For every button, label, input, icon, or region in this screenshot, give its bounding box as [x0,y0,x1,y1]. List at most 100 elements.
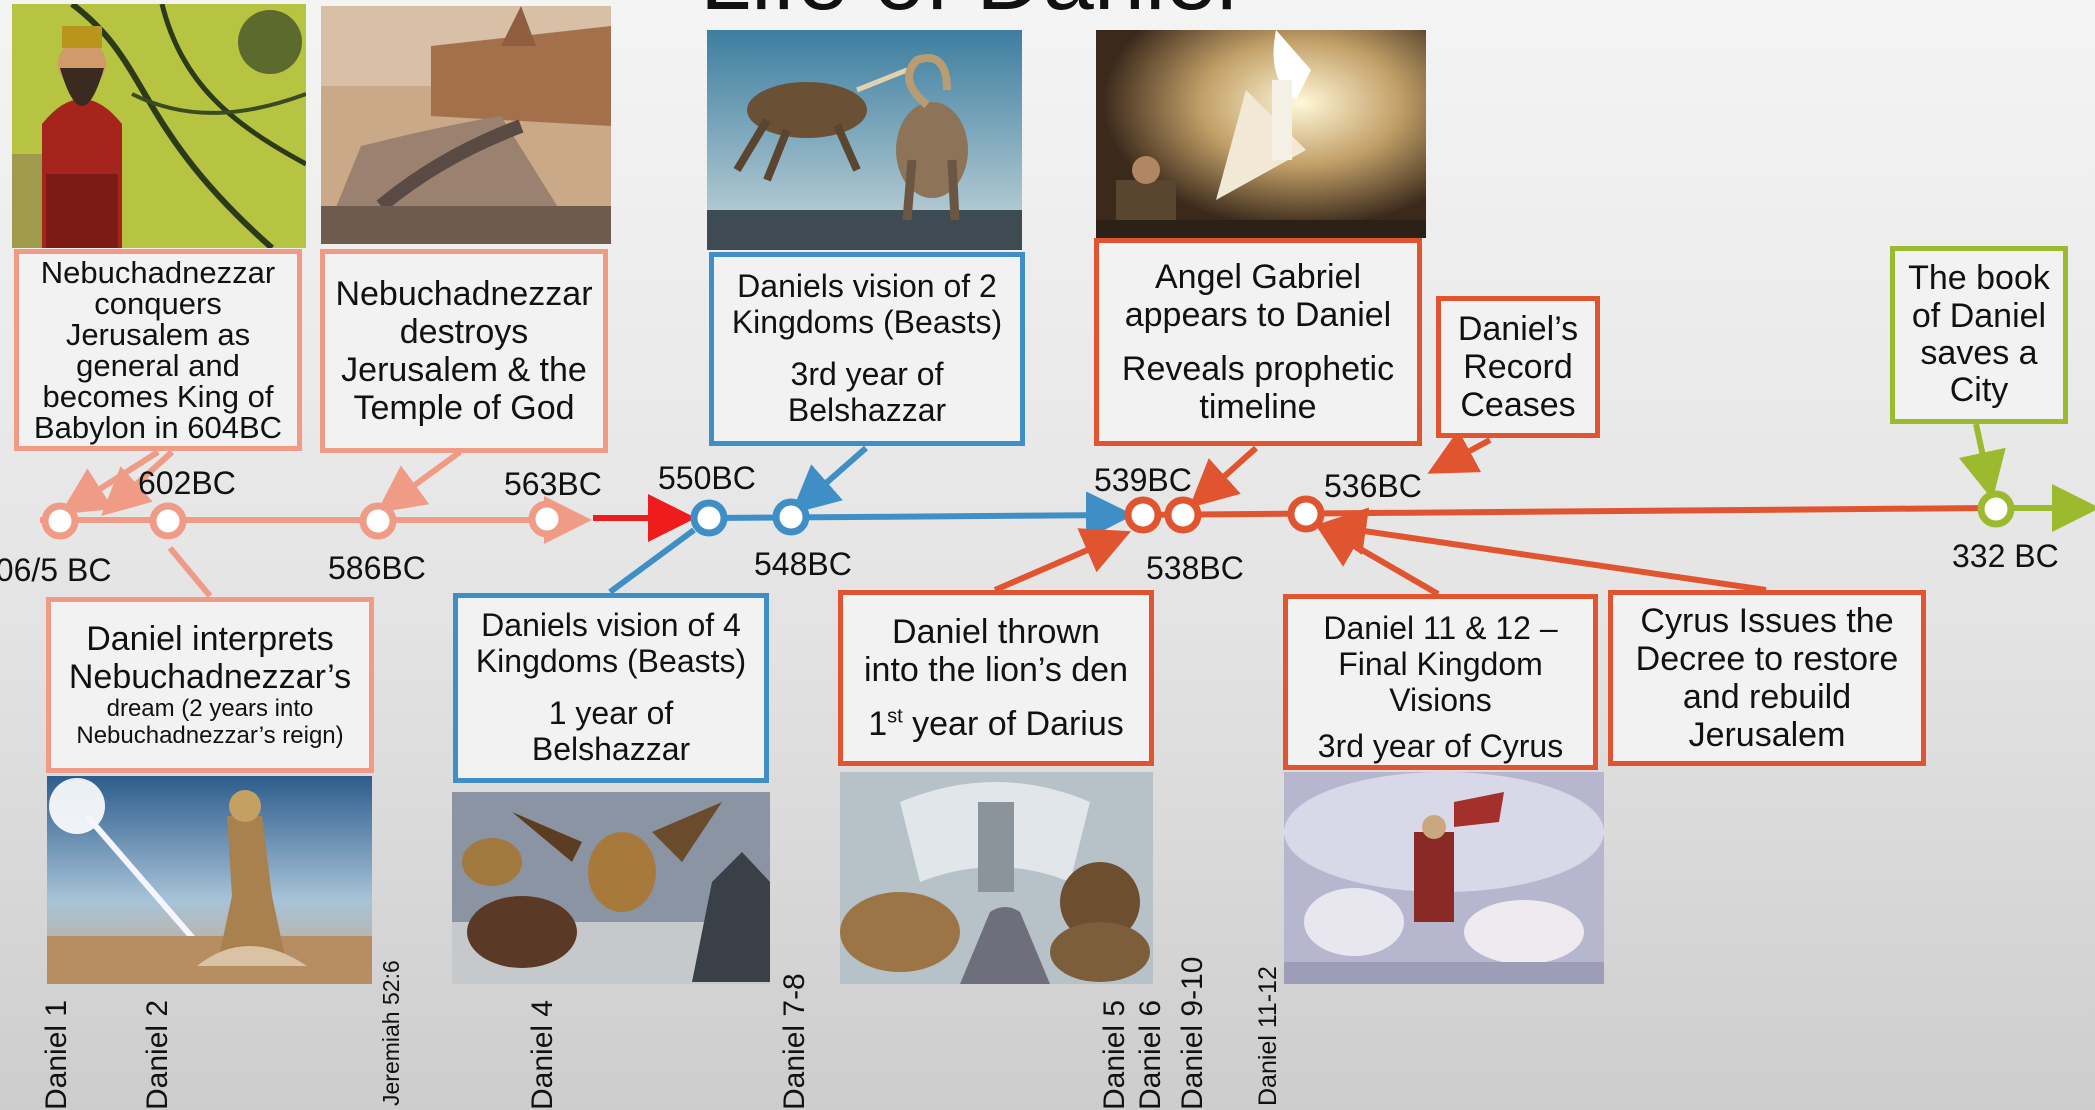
ref-daniel-1: Daniel 1 [40,999,73,1110]
event-destroys-line: destroys [399,312,529,351]
event-destroys-line: Jerusalem & the [341,351,587,389]
arrow-lion [993,528,1132,593]
page-title: Life of Daniel [700,0,1400,18]
event-saves-line: saves a [1920,334,2038,372]
event-vision2-box: Daniels vision of 2 Kingdoms (Beasts) 3r… [709,252,1025,446]
event-lion-year: 1st year of Darius [868,705,1124,744]
arrow-record-line [1427,429,1492,474]
event-saves-line: The book [1908,259,2050,298]
event-gabriel-line: Reveals prophetic [1121,350,1395,388]
date-550bc: 550BC [658,460,756,496]
date-606bc: 606/5 BC [0,552,112,588]
arrow-record [1438,446,1440,448]
event-interprets-line: Nebuchadnezzar’s [68,658,352,697]
event-cyrus-line: and rebuild [1682,678,1852,716]
node-332bc [1977,490,2015,528]
event-conquers-line: Nebuchadnezzar [40,255,276,290]
event-record-line: Daniel’s [1457,309,1579,348]
arrow-vision2 [790,445,868,514]
node-550bc [690,499,728,537]
event-interprets-box: Daniel interprets Nebuchadnezzar’s dream… [46,597,374,773]
ref-jeremiah-52-6: Jeremiah 52:6 [378,960,404,1106]
event-final-line: Daniel 11 & 12 – [1323,610,1558,646]
node-548bc [772,498,810,536]
ref-daniel-11-12: Daniel 11-12 [1254,966,1282,1106]
arrow-vision4 [608,527,696,595]
event-vision2-line: Belshazzar [787,391,947,428]
event-vision4-box: Daniels vision of 4 Kingdoms (Beasts) 1 … [453,593,769,783]
node-536bc [1287,495,1325,533]
date-332bc: 332 BC [1952,538,2059,574]
event-saves-line: of Daniel [1911,296,2047,335]
army-of-horsemen-picture [1284,772,1604,984]
king-nebuchadnezzar-picture [12,4,306,248]
event-cyrus-box: Cyrus Issues the Decree to restore and r… [1608,590,1926,766]
event-gabriel-line: Angel Gabriel [1154,257,1361,296]
event-vision4-line: Kingdoms (Beasts) [475,643,747,680]
lions-den-picture [840,772,1153,984]
event-interprets-note: dream (2 years into [106,695,314,723]
event-vision4-line: Daniels vision of 4 [481,607,741,644]
event-final-line: Final Kingdom [1338,645,1543,682]
ref-daniel-9-10: Daniel 9-10 [1176,956,1209,1110]
event-conquers-box: Nebuchadnezzar conquers Jerusalem as gen… [14,249,302,451]
event-cyrus-line: Decree to restore [1635,639,1899,678]
event-record-line: Record [1463,347,1573,386]
event-vision2-line: Daniels vision of 2 [737,268,997,305]
date-536bc: 536BC [1324,468,1422,504]
event-vision4-line: Belshazzar [531,730,691,767]
node-602bc [149,502,187,540]
event-saves-line: City [1949,371,2009,410]
event-conquers-line: general and [76,348,240,383]
event-destroys-line: Nebuchadnezzar [335,274,593,313]
arrow-saves [1958,423,2006,500]
angel-gabriel-picture [1096,30,1426,238]
exile-procession-picture [321,6,611,244]
event-cyrus-line: Jerusalem [1688,716,1846,755]
arrow-cyrus [1318,507,1767,593]
event-lion-box: Daniel thrown into the lion’s den 1st ye… [838,590,1154,766]
event-destroys-box: Nebuchadnezzar destroys Jerusalem & the … [320,249,608,453]
statue-dream-picture [47,776,372,984]
event-record-line: Ceases [1460,386,1576,425]
ref-daniel-4: Daniel 4 [526,999,559,1110]
arrow-conquers-2 [101,449,175,517]
timeline-segment-orange [1127,505,1991,518]
arrow-gabriel [1189,445,1259,509]
event-lion-line: into the lion’s den [863,650,1128,689]
date-563bc: 563BC [504,466,602,502]
arrow-record-to-536 [1436,446,1440,448]
event-final-box: Daniel 11 & 12 – Final Kingdom Visions 3… [1283,594,1598,770]
event-vision2-line: 3rd year of [790,356,944,392]
event-gabriel-box: Angel Gabriel appears to Daniel Reveals … [1094,238,1422,446]
node-539bc [1124,496,1162,534]
event-gabriel-line: appears to Daniel [1124,295,1392,334]
ram-and-goat-picture [707,30,1022,250]
event-conquers-line: conquers [94,286,222,321]
ref-daniel-6: Daniel 6 [1134,999,1167,1110]
event-conquers-line: Jerusalem as [65,317,251,352]
node-563bc [528,500,566,538]
event-destroys-line: Temple of God [353,389,575,428]
date-538bc: 538BC [1146,550,1244,586]
event-saves-box: The book of Daniel saves a City [1890,246,2068,424]
event-conquers-line: becomes King of [42,379,274,414]
node-538bc [1164,496,1202,534]
event-record-box: Daniel’s Record Ceases [1436,296,1600,438]
event-vision2-line: Kingdoms (Beasts) [731,304,1003,341]
ref-daniel-7-8: Daniel 7-8 [778,973,811,1110]
event-vision4-line: 1 year of [548,695,674,731]
date-548bc: 548BC [754,546,852,582]
date-602bc: 602BC [138,465,236,501]
node-606bc [41,502,79,540]
ref-daniel-2: Daniel 2 [141,999,174,1110]
ref-daniel-5: Daniel 5 [1098,999,1131,1110]
event-interprets-note: Nebuchadnezzar’s reign) [76,722,344,750]
event-cyrus-line: Cyrus Issues the [1640,601,1894,640]
timeline-segment-blue [709,491,1134,540]
event-final-line: 3rd year of Cyrus [1317,728,1564,765]
node-586bc [359,502,397,540]
date-539bc: 539BC [1094,462,1192,498]
four-beasts-picture [452,792,770,984]
